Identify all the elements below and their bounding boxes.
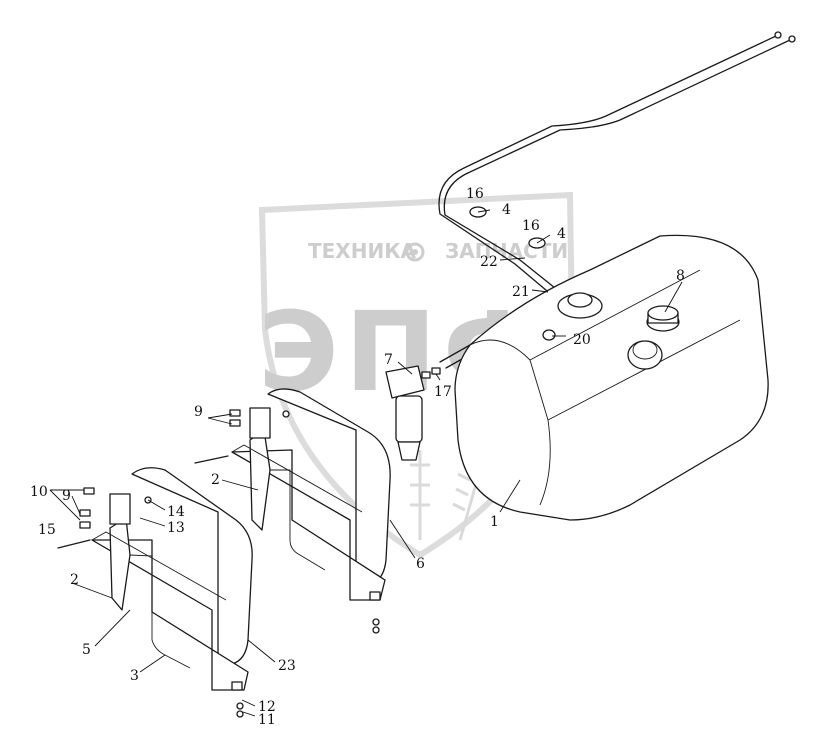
callout-16a: 16 <box>466 186 484 202</box>
watermark-text-left: ТЕХНИКА <box>308 239 417 263</box>
gear-icon <box>405 242 425 262</box>
callout-4a: 4 <box>502 202 511 218</box>
callout-1: 1 <box>490 514 499 530</box>
callout-17: 17 <box>434 384 452 400</box>
callout-3: 3 <box>130 668 139 684</box>
tank-cap <box>646 305 680 332</box>
fuel-tank <box>454 234 769 521</box>
callout-15: 15 <box>38 522 56 538</box>
callout-13: 13 <box>167 520 185 536</box>
callout-22: 22 <box>480 254 498 270</box>
callout-2b: 2 <box>70 572 79 588</box>
callout-9b: 9 <box>62 488 71 504</box>
callout-21: 21 <box>512 284 530 300</box>
callout-12: 12 <box>258 699 276 715</box>
callout-8: 8 <box>676 268 685 284</box>
callout-5: 5 <box>82 642 91 658</box>
callout-4b: 4 <box>557 226 566 242</box>
callout-23: 23 <box>278 658 296 674</box>
bolts <box>79 409 290 529</box>
callout-11: 11 <box>258 712 276 728</box>
bracket-front <box>57 467 253 718</box>
callout-6: 6 <box>416 556 425 572</box>
callout-7: 7 <box>384 352 393 368</box>
leader-lines <box>49 209 683 717</box>
callout-20: 20 <box>573 332 591 348</box>
callout-16b: 16 <box>522 218 540 234</box>
callout-10: 10 <box>30 484 48 500</box>
callout-14: 14 <box>167 504 185 520</box>
fuel-filter <box>385 365 441 461</box>
callout-labels: 1 2 2 3 4 4 5 6 7 8 9 9 10 11 12 13 14 1… <box>30 186 685 728</box>
callout-2a: 2 <box>211 472 220 488</box>
callout-9a: 9 <box>194 404 203 420</box>
bracket-rear <box>194 388 391 634</box>
